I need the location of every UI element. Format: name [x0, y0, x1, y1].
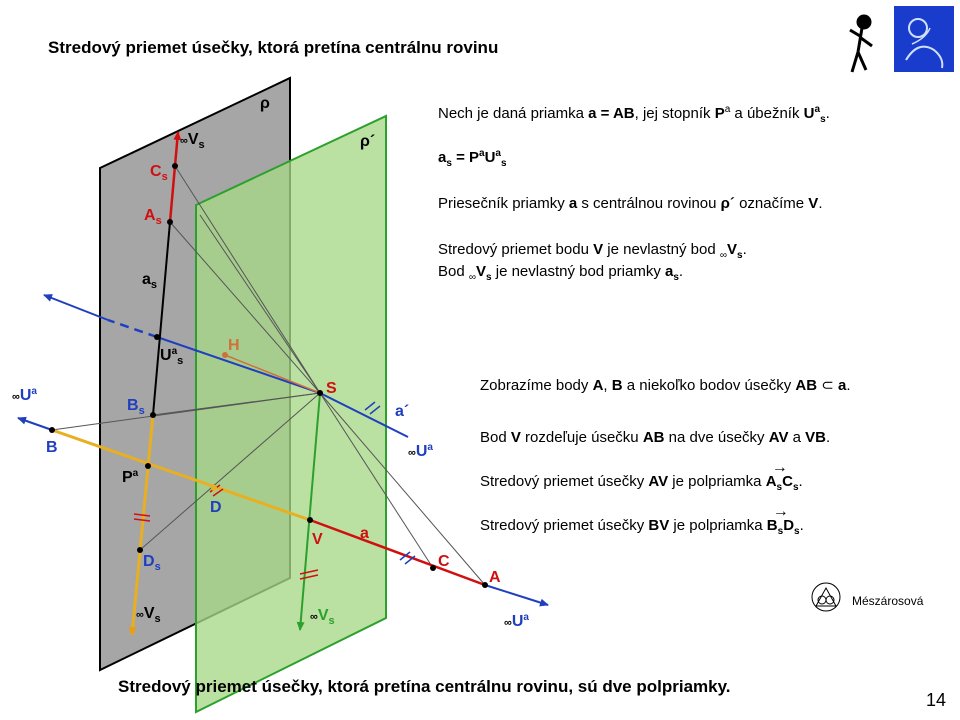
blue-line-solid: [156, 336, 321, 394]
label-v: V: [312, 531, 323, 548]
label-as-line: as: [142, 271, 157, 291]
slide-title: Stredový priemet úsečky, ktorá pretína c…: [48, 38, 499, 57]
label-as-point: As: [144, 207, 162, 227]
line-as-black: [152, 221, 171, 416]
paragraph-2: as = PaUas: [438, 148, 507, 169]
label-rho: ρ: [260, 95, 270, 112]
author-logo: [811, 582, 841, 612]
label-bs: Bs: [127, 397, 145, 417]
vector-arrow-icon: →: [771, 459, 788, 476]
paragraph-4: Stredový priemet bodu V je nevlastný bod…: [438, 241, 747, 261]
line-a-prime-segment: [319, 392, 409, 438]
line-as-yellow: [128, 414, 155, 636]
label-inf-vs-bottom-green: ∞Vs: [310, 607, 335, 627]
paragraph-5: Bod ∞Vs je nevlastný bod priamky as.: [438, 263, 684, 283]
label-inf-ua-mid: ∞Ua: [408, 442, 433, 460]
plane-rho-prime: [195, 114, 387, 714]
label-a-prime: a´: [395, 403, 409, 420]
line-as-red: [168, 131, 182, 223]
line-a-red: [309, 518, 486, 587]
label-ds: Ds: [143, 553, 161, 573]
page-number: 14: [926, 690, 947, 710]
paragraph-1: Nech je daná priamka a = AB, jej stopník…: [438, 104, 830, 125]
label-a-line: a: [360, 525, 369, 542]
label-pa: Pa: [122, 468, 139, 486]
label-a-point: A: [489, 569, 501, 586]
label-d: D: [210, 499, 222, 516]
label-h: H: [228, 337, 240, 354]
projection-rays: [51, 165, 486, 586]
label-inf-ua-left: ∞Ua: [12, 386, 37, 404]
stick-figure-logo: [849, 14, 873, 73]
segment-h: [224, 354, 321, 394]
points: [49, 163, 488, 588]
label-c: C: [438, 553, 450, 570]
blue-line-dashed: [107, 318, 158, 339]
label-rho-prime: ρ´: [360, 133, 375, 150]
bottom-caption: Stredový priemet úsečky, ktorá pretína c…: [118, 677, 731, 696]
label-b: B: [46, 439, 58, 456]
line-a-left: [17, 416, 53, 431]
label-cs: Cs: [150, 163, 168, 183]
ray-arrow-ascs: →AsCs: [765, 459, 799, 493]
paragraph-8: Stredový priemet úsečky AV je polpriamka…: [480, 459, 803, 498]
author-name: Mészárosová: [852, 594, 924, 608]
tick-marks: [133, 401, 416, 580]
vector-arrow-icon: →: [772, 503, 789, 520]
ray-arrow-bsds: →BsDs: [766, 503, 800, 537]
blue-line-arrow: [43, 294, 109, 321]
paragraph-7: Bod V rozdeľuje úsečku AB na dve úsečky …: [480, 429, 831, 446]
line-a-yellow: [51, 428, 311, 522]
line-a-right: [484, 584, 549, 607]
label-inf-vs-top: ∞Vs: [180, 131, 205, 151]
label-inf-ua-bottom: ∞Ua: [504, 612, 529, 630]
label-s: S: [326, 380, 337, 397]
paragraph-9: Stredový priemet úsečky BV je polpriamka…: [480, 503, 804, 542]
thinker-logo: [894, 6, 954, 72]
label-uas: Uas: [160, 346, 183, 367]
green-ray: [296, 392, 321, 631]
paragraph-6: Zobrazíme body A, B a niekoľko bodov úse…: [480, 377, 851, 394]
label-inf-vs-bottom-left: ∞Vs: [136, 605, 161, 625]
paragraph-3: Priesečník priamky a s centrálnou rovino…: [438, 195, 823, 212]
